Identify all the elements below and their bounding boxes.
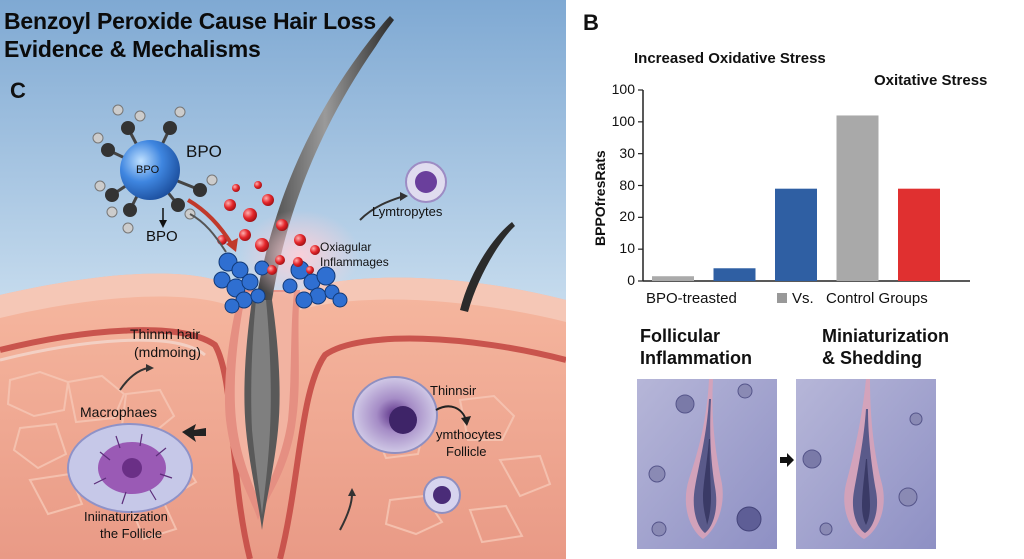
panel-letter-b: B — [583, 10, 599, 35]
y-tick-label: 100 — [611, 81, 635, 97]
bar-5 — [898, 188, 940, 281]
main-title-line2: Evidence & Mechalisms — [4, 36, 261, 62]
bpo-label-right: BPO — [186, 142, 222, 161]
oxidative-label-line2: Inflammages — [320, 255, 389, 269]
oxidative-label-line1: Oxiagular — [320, 240, 372, 254]
y-tick-label: 0 — [627, 272, 635, 288]
thin-hair-label-line1: Thinnn hair — [130, 326, 201, 342]
y-tick-label: 20 — [619, 208, 635, 225]
follicular-title-line2: Inflammation — [640, 348, 753, 368]
bar-2 — [713, 268, 756, 281]
x-label-bpo-treated: BPO-treasted — [646, 290, 737, 307]
bar-4 — [836, 115, 879, 281]
bpo-label-center: BPO — [136, 164, 160, 176]
bpo-label-below: BPO — [146, 228, 178, 245]
miniaturization-title-line2: & Shedding — [822, 348, 922, 368]
legend-title: Oxitative Stress — [874, 72, 988, 89]
y-tick-label: 30 — [619, 144, 635, 161]
miniaturization-label-line1: Iniinaturization — [84, 509, 168, 524]
legend-swatch-gray — [777, 293, 787, 303]
y-tick-label: 80 — [619, 176, 635, 193]
y-tick-label: 10 — [619, 240, 635, 257]
miniaturization-title-line1: Miniaturization — [822, 326, 949, 346]
micrograph-left — [637, 379, 777, 549]
micrograph-right — [796, 379, 936, 549]
main-title-line1: Benzoyl Peroxide Cause Hair Loss — [4, 8, 376, 34]
chart-title: Increased Oxidative Stress — [634, 50, 826, 67]
macrophages-label: Macrophaes — [80, 404, 158, 420]
lymphocytes-top-label: Lymtropytes — [372, 204, 443, 219]
panel-c-illustration — [0, 0, 566, 559]
miniaturization-label-line2: the Follicle — [100, 526, 163, 541]
lymphocytes-right-label: ymthocytes — [436, 427, 502, 442]
y-tick-label: 100 — [611, 112, 635, 129]
thinning-label: Thinnsir — [430, 383, 477, 398]
bar-3 — [775, 188, 817, 281]
thin-hair-label-line2: (mdmoing) — [134, 344, 201, 360]
x-label-control-groups: Control Groups — [826, 290, 928, 307]
follicle-label: Follicle — [446, 444, 487, 459]
follicular-title-line1: Follicular — [640, 326, 721, 346]
x-label-vs: Vs. — [792, 290, 814, 307]
panel-letter-c: C — [10, 78, 26, 103]
arrow-between-micrographs — [780, 453, 794, 467]
bar-1 — [652, 276, 694, 281]
bar-chart — [638, 89, 970, 282]
